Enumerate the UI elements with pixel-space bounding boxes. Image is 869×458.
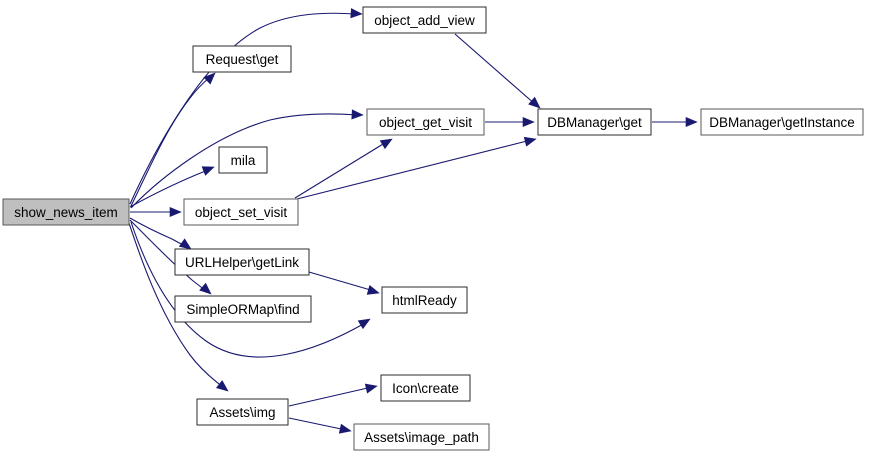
arrowhead-e13 (379, 138, 393, 150)
node-box-dbmanager_getinstance[interactable] (700, 108, 864, 136)
arrowhead-e17 (338, 423, 352, 434)
arrowhead-e11 (522, 116, 535, 128)
node-htmlready[interactable]: htmlReady (381, 286, 468, 314)
node-label-object_get_visit: object_get_visit (379, 115, 472, 130)
node-layer: show_news_item Request\get object_add_view… (2, 6, 864, 451)
edge-assets_img-to-assets_image_path (288, 417, 347, 431)
node-box-request_get[interactable] (192, 45, 292, 73)
node-box-object_set_visit[interactable] (183, 198, 299, 226)
node-mila[interactable]: mila (218, 146, 268, 174)
node-urlhelper_getlink[interactable]: URLHelper\getLink (174, 248, 310, 276)
arrowhead-e14 (523, 136, 537, 147)
arrowhead-e3 (351, 109, 364, 120)
node-label-object_add_view: object_add_view (374, 13, 475, 28)
arrowhead-e10 (528, 96, 541, 109)
edge-show_news_item-to-htmlready (130, 221, 366, 358)
node-box-urlhelper_getlink[interactable] (174, 248, 310, 276)
node-dbmanager_getinstance[interactable]: DBManager\getInstance (700, 108, 864, 136)
node-box-assets_image_path[interactable] (353, 423, 490, 451)
node-simpleormap_find[interactable]: SimpleORMap\find (174, 295, 312, 323)
node-box-object_add_view[interactable] (362, 6, 487, 34)
node-assets_image_path[interactable]: Assets\image_path (353, 423, 490, 451)
node-label-simpleormap_find: SimpleORMap\find (186, 302, 299, 317)
node-label-dbmanager_get: DBManager\get (547, 115, 642, 130)
node-label-mila: mila (231, 153, 256, 168)
node-label-request_get: Request\get (206, 52, 279, 67)
node-object_set_visit[interactable]: object_set_visit (183, 198, 299, 226)
arrowhead-e12 (685, 116, 698, 128)
edge-urlhelper_getlink-to-htmlready (308, 271, 375, 292)
arrowhead-e6 (178, 238, 192, 250)
node-assets_img[interactable]: Assets\img (196, 398, 289, 426)
node-box-simpleormap_find[interactable] (174, 295, 312, 323)
node-box-mila[interactable] (218, 146, 268, 174)
node-dbmanager_get[interactable]: DBManager\get (537, 108, 652, 136)
node-label-assets_image_path: Assets\image_path (364, 430, 479, 445)
edge-object_set_visit-to-object_get_visit (294, 140, 389, 199)
arrowhead-e1 (350, 8, 363, 19)
node-label-show_news_item: show_news_item (14, 205, 118, 220)
edge-assets_img-to-icon_create (288, 386, 373, 407)
node-label-object_set_visit: object_set_visit (195, 205, 288, 220)
arrowhead-e15 (366, 285, 380, 295)
edge-show_news_item-to-simpleormap_find (129, 219, 207, 292)
arrowhead-layer (169, 8, 698, 434)
node-label-dbmanager_getinstance: DBManager\getInstance (709, 115, 855, 130)
arrowhead-e9 (215, 380, 229, 392)
node-box-show_news_item[interactable] (2, 198, 130, 226)
node-box-assets_img[interactable] (196, 398, 289, 426)
node-request_get[interactable]: Request\get (192, 45, 292, 73)
node-icon_create[interactable]: Icon\create (380, 374, 471, 402)
edge-show_news_item-to-object_add_view (129, 12, 357, 205)
arrowhead-e2 (203, 72, 216, 85)
node-show_news_item[interactable]: show_news_item (2, 198, 130, 226)
node-box-htmlready[interactable] (381, 286, 468, 314)
node-box-icon_create[interactable] (380, 374, 471, 402)
arrowhead-e4 (201, 166, 215, 176)
node-box-object_get_visit[interactable] (366, 108, 485, 136)
arrowhead-e16 (364, 383, 378, 394)
node-label-htmlready: htmlReady (392, 293, 457, 308)
node-label-urlhelper_getlink: URLHelper\getLink (185, 255, 299, 270)
edge-show_news_item-to-request_get (130, 76, 211, 207)
arrowhead-e5 (169, 206, 182, 218)
edge-layer (128, 12, 692, 431)
edge-show_news_item-to-object_get_visit (130, 113, 359, 209)
node-object_add_view[interactable]: object_add_view (362, 6, 487, 34)
arrowhead-e8 (357, 318, 371, 330)
edge-show_news_item-to-mila (129, 169, 209, 208)
edge-show_news_item-to-assets_img (128, 222, 224, 388)
node-object_get_visit[interactable]: object_get_visit (366, 108, 485, 136)
edge-object_add_view-to-dbmanager_get (454, 33, 537, 106)
arrowhead-e7 (199, 282, 212, 295)
node-box-dbmanager_get[interactable] (537, 108, 652, 136)
edge-object_set_visit-to-dbmanager_get (296, 139, 532, 200)
node-label-icon_create: Icon\create (392, 381, 459, 396)
node-label-assets_img: Assets\img (209, 405, 275, 420)
